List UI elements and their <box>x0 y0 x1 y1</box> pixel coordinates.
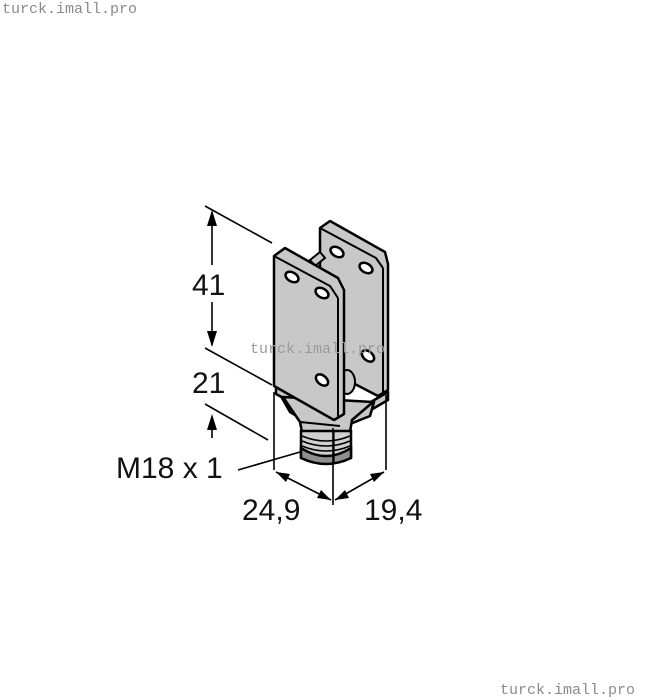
dim-height-lower: 21 <box>192 367 225 400</box>
bracket-front-plate <box>272 246 346 422</box>
dim-width-side: 19,4 <box>364 494 422 527</box>
threaded-cylinder <box>299 429 353 466</box>
dimension-arrowheads <box>207 210 384 500</box>
watermark-bottom: turck.imall.pro <box>500 682 636 699</box>
watermark-middle: turck.imall.pro <box>250 341 386 358</box>
watermark-top: turck.imall.pro <box>2 1 138 18</box>
dim-height-upper: 41 <box>192 269 225 302</box>
dim-width-front: 24,9 <box>242 494 300 527</box>
bracket-back-plate <box>318 219 390 398</box>
dim-thread: M18 x 1 <box>116 452 223 485</box>
